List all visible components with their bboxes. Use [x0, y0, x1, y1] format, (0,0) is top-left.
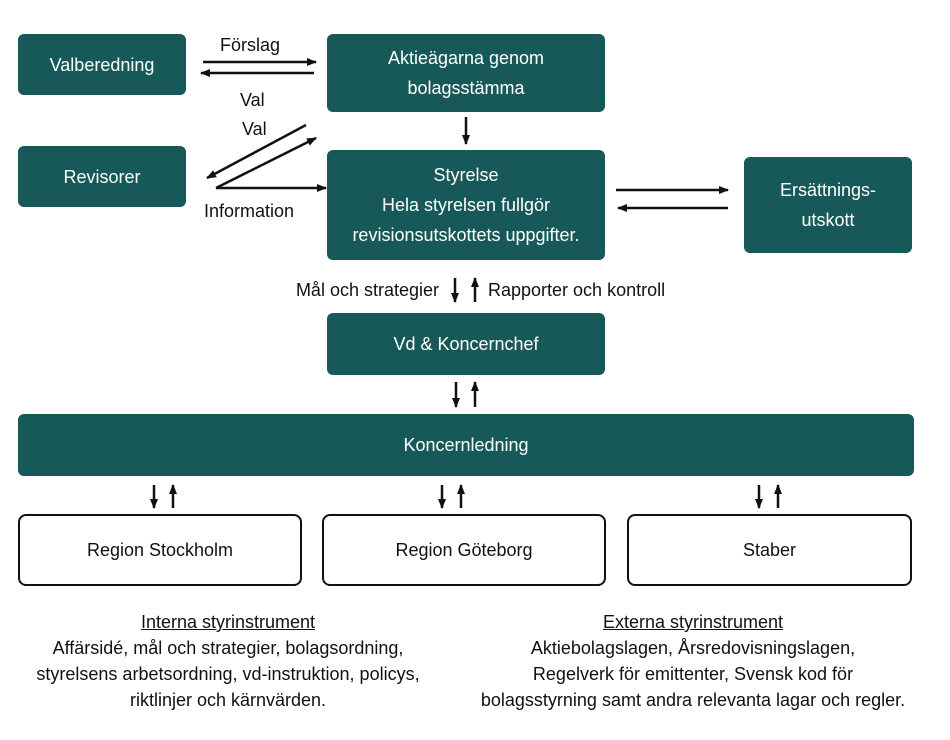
box-aktieagarna-line-1: Aktieägarna genom: [387, 48, 545, 68]
label-val-diagonal: Val: [242, 119, 267, 139]
label-mal-och-strategier: Mål och strategier: [295, 280, 439, 300]
box-vd-label: Vd & Koncernchef: [393, 334, 539, 354]
external-instruments-line-2: Regelverk för emittenter, Svensk kod för: [532, 664, 854, 684]
arrow-val-diagonal-up: [215, 136, 317, 190]
label-forslag: Förslag: [220, 35, 281, 55]
internal-instruments-heading: Interna styrinstrument: [140, 612, 316, 632]
external-instruments-line-3: bolagsstyrning samt andra relevanta laga…: [480, 690, 906, 710]
box-staber-label: Staber: [742, 540, 797, 560]
internal-instruments: Interna styrinstrument Affärsidé, mål oc…: [4, 609, 452, 713]
label-val-top: Val: [240, 90, 265, 110]
box-valberedning-label: Valberedning: [49, 54, 155, 75]
box-region-stockholm: Region Stockholm: [18, 514, 302, 586]
box-styrelse: Styrelse Hela styrelsen fullgör revision…: [327, 150, 605, 260]
arrow-val-diagonal-down: [206, 123, 307, 180]
box-ersattning-line-1: Ersättnings-: [779, 180, 877, 200]
box-revisorer-label: Revisorer: [63, 166, 141, 187]
box-region-goteborg-label: Region Göteborg: [395, 540, 533, 560]
box-koncernledning-label: Koncernledning: [403, 435, 529, 455]
external-instruments: Externa styrinstrument Aktiebolagslagen,…: [452, 609, 934, 713]
internal-instruments-line-2: styrelsens arbetsordning, vd-instruktion…: [36, 664, 420, 684]
internal-instruments-line-1: Affärsidé, mål och strategier, bolagsord…: [52, 638, 404, 658]
box-aktieagarna: Aktieägarna genom bolagsstämma: [327, 34, 605, 112]
box-valberedning: Valberedning: [18, 34, 186, 95]
label-information: Information: [204, 201, 295, 221]
box-ersattning-line-2: utskott: [801, 210, 855, 230]
external-instruments-heading: Externa styrinstrument: [602, 612, 784, 632]
box-aktieagarna-line-2: bolagsstämma: [407, 78, 525, 98]
box-styrelse-line-3: revisionsutskottets uppgifter.: [352, 225, 580, 245]
internal-instruments-line-3: riktlinjer och kärnvärden.: [129, 690, 327, 710]
box-revisorer: Revisorer: [18, 146, 186, 207]
box-region-stockholm-label: Region Stockholm: [86, 540, 234, 560]
external-instruments-line-1: Aktiebolagslagen, Årsredovisningslagen,: [530, 638, 856, 658]
box-ersattningsutskott: Ersättnings- utskott: [744, 157, 912, 253]
box-region-goteborg: Region Göteborg: [322, 514, 606, 586]
box-koncernledning: Koncernledning: [18, 414, 914, 476]
label-rapporter-och-kontroll: Rapporter och kontroll: [488, 280, 666, 300]
box-staber: Staber: [627, 514, 912, 586]
box-vd: Vd & Koncernchef: [327, 313, 605, 375]
box-styrelse-line-1: Styrelse: [433, 165, 499, 185]
box-styrelse-line-2: Hela styrelsen fullgör: [381, 195, 551, 215]
